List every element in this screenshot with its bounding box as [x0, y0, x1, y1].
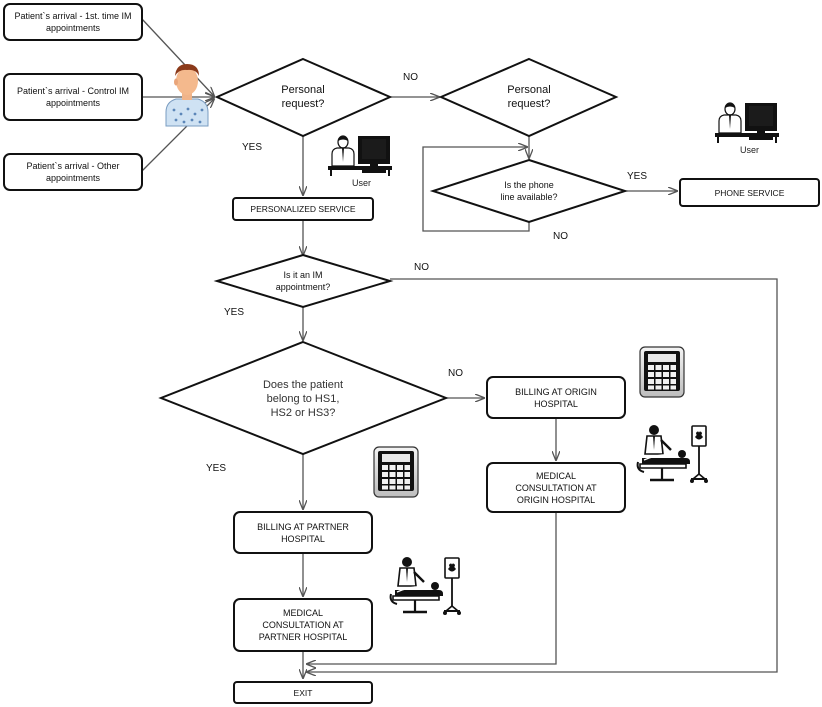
calculator-icon	[639, 346, 685, 398]
medical-origin-box: MEDICAL CONSULTATION AT ORIGIN HOSPITAL	[486, 462, 626, 513]
arrow-arrival-first	[141, 18, 214, 96]
medical-partner-box: MEDICAL CONSULTATION AT PARTNER HOSPITAL	[233, 598, 373, 652]
label-yes-hs: YES	[206, 463, 227, 474]
decision-im-appointment	[213, 253, 394, 309]
decision-personal-request-2-text: Personal request?	[507, 84, 551, 110]
decision-belongs-hs	[158, 340, 449, 456]
decision-belongs-hs-text: Does the patient belong to HS1, HS2 or H…	[262, 379, 344, 419]
medical-consultation-icon	[389, 555, 463, 617]
exit-box: EXIT	[233, 681, 373, 704]
decision-phone-available	[429, 158, 629, 224]
user-at-computer-icon	[327, 135, 393, 177]
arrival-other-box: Patient`s arrival - Other appointments	[3, 153, 143, 191]
calculator-icon	[373, 446, 419, 498]
label-yes-phone: YES	[627, 171, 648, 182]
connectors	[141, 18, 778, 678]
arrival-first-time-box: Patient`s arrival - 1st. time IM appoint…	[3, 3, 143, 41]
user-caption-2: User	[740, 145, 760, 155]
label-no-personal-request: NO	[403, 72, 418, 83]
user-at-computer-icon	[714, 102, 780, 144]
arrow-phone-no-loop	[422, 147, 530, 232]
patient-icon	[165, 64, 209, 127]
label-yes-personal-request: YES	[242, 142, 263, 153]
billing-origin-box: BILLING AT ORIGIN HOSPITAL	[486, 376, 626, 419]
label-yes-im: YES	[224, 307, 245, 318]
decision-personal-request-2	[438, 57, 619, 138]
arrow-medical-origin-exit	[307, 513, 557, 664]
decision-phone-available-text: Is the phone line available?	[500, 180, 558, 202]
label-no-hs: NO	[448, 368, 463, 379]
billing-partner-box: BILLING AT PARTNER HOSPITAL	[233, 511, 373, 554]
decision-personal-request-1	[214, 57, 393, 138]
label-no-phone: NO	[553, 231, 568, 242]
personalized-service-box: PERSONALIZED SERVICE	[232, 197, 374, 221]
phone-service-box: PHONE SERVICE	[679, 178, 820, 207]
arrival-control-box: Patient`s arrival - Control IM appointme…	[3, 73, 143, 121]
arrow-im-no	[307, 278, 778, 672]
decision-im-appointment-text: Is it an IM appointment?	[275, 270, 331, 292]
label-no-im: NO	[414, 262, 429, 273]
decision-personal-request-1-text: Personal request?	[281, 84, 325, 110]
medical-consultation-icon	[636, 423, 710, 485]
user-caption-1: User	[352, 178, 372, 188]
